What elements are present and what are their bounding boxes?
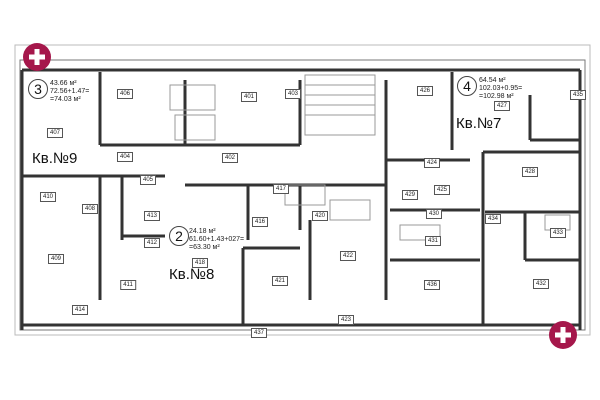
total-area: =74.03 м² (50, 96, 81, 103)
room-label: 418 (191, 258, 209, 268)
apartment-name: Кв.№7 (456, 115, 502, 132)
room-label: 433 (549, 228, 567, 238)
zoom-in-button[interactable] (549, 321, 577, 349)
room-label: 409 (47, 254, 65, 264)
apartment-number-badge: 2 (169, 226, 189, 246)
apartment-area: 24.18 м² 61.60+1.43+027= =63.30 м² (189, 228, 244, 252)
room-label: 429 (401, 190, 419, 200)
room-label: 413 (143, 211, 161, 221)
room-label: 406 (116, 89, 134, 99)
area-formula: 102.03+0.95= (479, 85, 523, 92)
room-label: 430 (425, 209, 443, 219)
room-label: 425 (433, 185, 451, 195)
apartment-number-badge: 4 (457, 76, 477, 96)
room-label: 421 (271, 276, 289, 286)
total-area: =63.30 м² (189, 244, 220, 251)
living-area: 64.54 м² (479, 77, 506, 84)
room-label: 436 (423, 280, 441, 290)
room-label: 403 (284, 89, 302, 99)
room-label: 405 (139, 175, 157, 185)
room-label: 408 (81, 204, 99, 214)
room-label: 423 (337, 315, 355, 325)
room-label: 414 (71, 305, 89, 315)
room-label: 426 (416, 86, 434, 96)
apartment-area: 43.66 м² 72.56+1.47= =74.03 м² (50, 80, 89, 104)
room-label: 434 (484, 214, 502, 224)
total-area: =102.98 м² (479, 93, 514, 100)
room-label: 411 (120, 280, 136, 290)
apartment-number-badge: 3 (28, 79, 48, 99)
room-label: 424 (423, 158, 441, 168)
room-label: 407 (46, 128, 64, 138)
room-label: 401 (240, 92, 258, 102)
room-label: 422 (339, 251, 357, 261)
room-label: 437 (250, 328, 268, 338)
zoom-in-button[interactable] (23, 43, 51, 71)
apartment-area: 64.54 м² 102.03+0.95= =102.98 м² (479, 77, 522, 101)
living-area: 43.66 м² (50, 80, 77, 87)
area-formula: 72.56+1.47= (50, 88, 90, 95)
room-label: 402 (221, 153, 239, 163)
room-label: 431 (424, 236, 442, 246)
apartment-name: Кв.№8 (169, 266, 215, 283)
area-formula: 61.60+1.43+027= (189, 236, 245, 243)
living-area: 24.18 м² (189, 228, 216, 235)
room-label: 427 (493, 101, 511, 111)
room-label: 435 (569, 90, 587, 100)
room-label: 404 (116, 152, 134, 162)
room-label: 420 (311, 211, 329, 221)
room-label: 412 (143, 238, 161, 248)
apartment-name: Кв.№9 (32, 150, 78, 167)
room-label: 416 (251, 217, 269, 227)
room-label: 428 (521, 167, 539, 177)
room-label: 410 (39, 192, 57, 202)
room-label: 417 (272, 184, 290, 194)
room-label: 432 (532, 279, 550, 289)
